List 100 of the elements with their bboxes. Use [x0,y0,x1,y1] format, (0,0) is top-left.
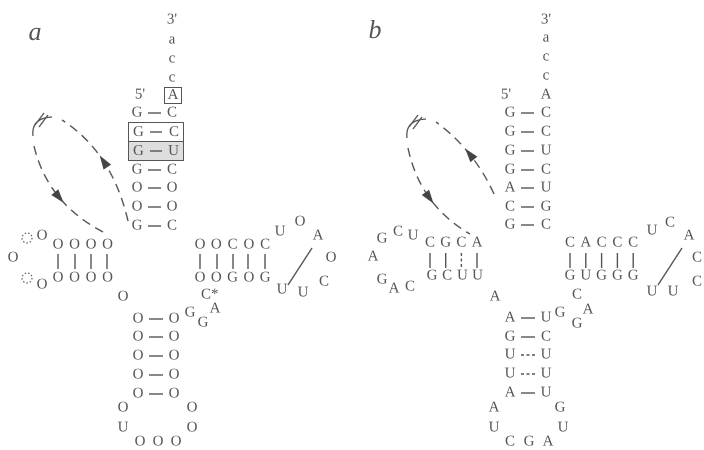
nucleotide-letter: G [504,330,516,344]
nucleotide-letter: C [392,224,404,240]
nucleotide-letter: U [407,228,419,244]
nucleotide-letter: C [571,288,582,302]
nucleotide-letter: O [117,400,129,416]
nucleotide-letter: c [542,68,550,84]
nucleotide-letter: U [504,366,516,382]
nucleotide-letter: U [540,310,552,326]
nucleotide-letter: U [274,224,286,240]
nucleotide-sequence: O O O O [52,270,114,286]
nucleotide-letter: G [131,162,143,178]
nucleotide-letter: C [540,106,552,120]
nucleotide-letter: G [504,124,516,140]
nucleotide-letter: U [540,180,552,196]
nucleotide-letter: U [540,386,552,400]
nucleotide-letter: C [166,106,178,120]
nucleotide-letter: U [117,420,129,436]
nucleotide-letter: C [166,162,178,178]
nucleotide-letter: O [132,386,144,402]
panel-label: a [28,19,42,45]
nucleotide-letter: A [504,310,516,326]
nucleotide-letter: a [542,30,550,46]
nucleotide-letter: O [294,214,306,230]
nucleotide-letter: 5' [134,88,146,102]
nucleotide-letter: O [186,420,198,436]
nucleotide-letter: U [504,348,516,362]
nucleotide-letter: C [691,274,703,290]
nucleotide-sequence: O O O O [52,238,114,252]
nucleotide-letter: O [168,348,180,364]
nucleotide-letter: O [132,348,144,364]
nucleotide-letter: G [554,306,566,320]
nucleotide-letter: O [7,250,19,266]
nucleotide-letter: U [646,284,658,300]
nucleotide-letter: G [131,106,143,120]
nucleotide-letter: C [168,124,179,140]
nucleotide-letter: A [489,290,501,304]
nucleotide-letter: C [540,218,552,232]
shaded-highlight-box [128,141,184,161]
nucleotide-letter: O [168,368,180,382]
nucleotide-sequence: G U G G G [564,268,640,284]
nucleotide-sequence: C A C C C [564,236,640,250]
nucleotide-letter: O [132,368,144,382]
nucleotide-letter: O [117,290,129,304]
nucleotide-letter: c [168,70,176,86]
nucleotide-letter: C [318,274,330,290]
nucleotide-letter: A [504,180,516,196]
nucleotide-letter: O [132,312,144,326]
highlight-box [164,87,182,104]
nucleotide-letter: U [667,284,679,300]
nucleotide-letter: U [646,224,658,238]
nucleotide-letter: U [488,420,500,436]
nucleotide-letter: G [504,106,516,120]
nucleotide-sequence: G C U U [426,268,484,284]
nucleotide-letter: C [540,162,552,178]
nucleotide-letter: G [504,218,516,232]
nucleotide-sequence: C G A [504,434,554,450]
nucleotide-letter: O [132,330,144,344]
nucleotide-letter: A [504,386,516,400]
nucleotide-letter: U [557,420,569,436]
nucleotide-sequence: O O C O C [194,238,272,252]
nucleotide-letter: U [168,144,179,158]
nucleotide-letter: a [168,32,176,48]
nucleotide-letter: c [168,52,176,66]
nucleotide-letter: G [133,124,144,140]
nucleotide-sequence: O O O [134,434,182,450]
nucleotide-letter: G [571,316,583,332]
nucleotide-letter: O [168,312,180,326]
panel-label: b [368,17,382,43]
nucleotide-letter: C [691,250,703,266]
nucleotide-letter: O [131,200,143,214]
nucleotide-letter: 3' [166,12,178,28]
nucleotide-letter: O [168,330,180,344]
nucleotide-letter: G [376,272,388,288]
nucleotide-sequence: C G C A [424,236,484,250]
nucleotide-letter: G [197,316,209,330]
nucleotide-letter: O [168,386,180,402]
nucleotide-letter: G [554,400,566,416]
nucleotide-letter: A [168,88,178,103]
nucleotide-letter: U [297,286,309,300]
nucleotide-letter: C [166,218,178,234]
nucleotide-letter: O [131,180,143,196]
nucleotide-letter: G [540,200,552,214]
nucleotide-letter: A [388,282,400,296]
nucleotide-letter: O [325,250,337,266]
nucleotide-letter: C [504,200,516,214]
nucleotide-letter: A [582,302,594,318]
nucleotide-letter: O [166,180,178,196]
nucleotide-letter: A [488,400,500,416]
nucleotide-letter: G [133,144,144,158]
nucleotide-letter: C [404,280,416,294]
nucleotide-letter: U [276,282,288,298]
nucleotide-letter: O [36,278,48,292]
nucleotide-letter: c [542,50,550,64]
nucleotide-letter: 3' [540,12,552,28]
nucleotide-letter: C* [201,288,219,302]
nucleotide-sequence: O O G O G [194,270,272,286]
nucleotide-letter: A [312,228,324,244]
nucleotide-letter: G [184,306,196,320]
nucleotide-letter: U [540,366,552,382]
nucleotide-letter: 5' [500,88,512,102]
